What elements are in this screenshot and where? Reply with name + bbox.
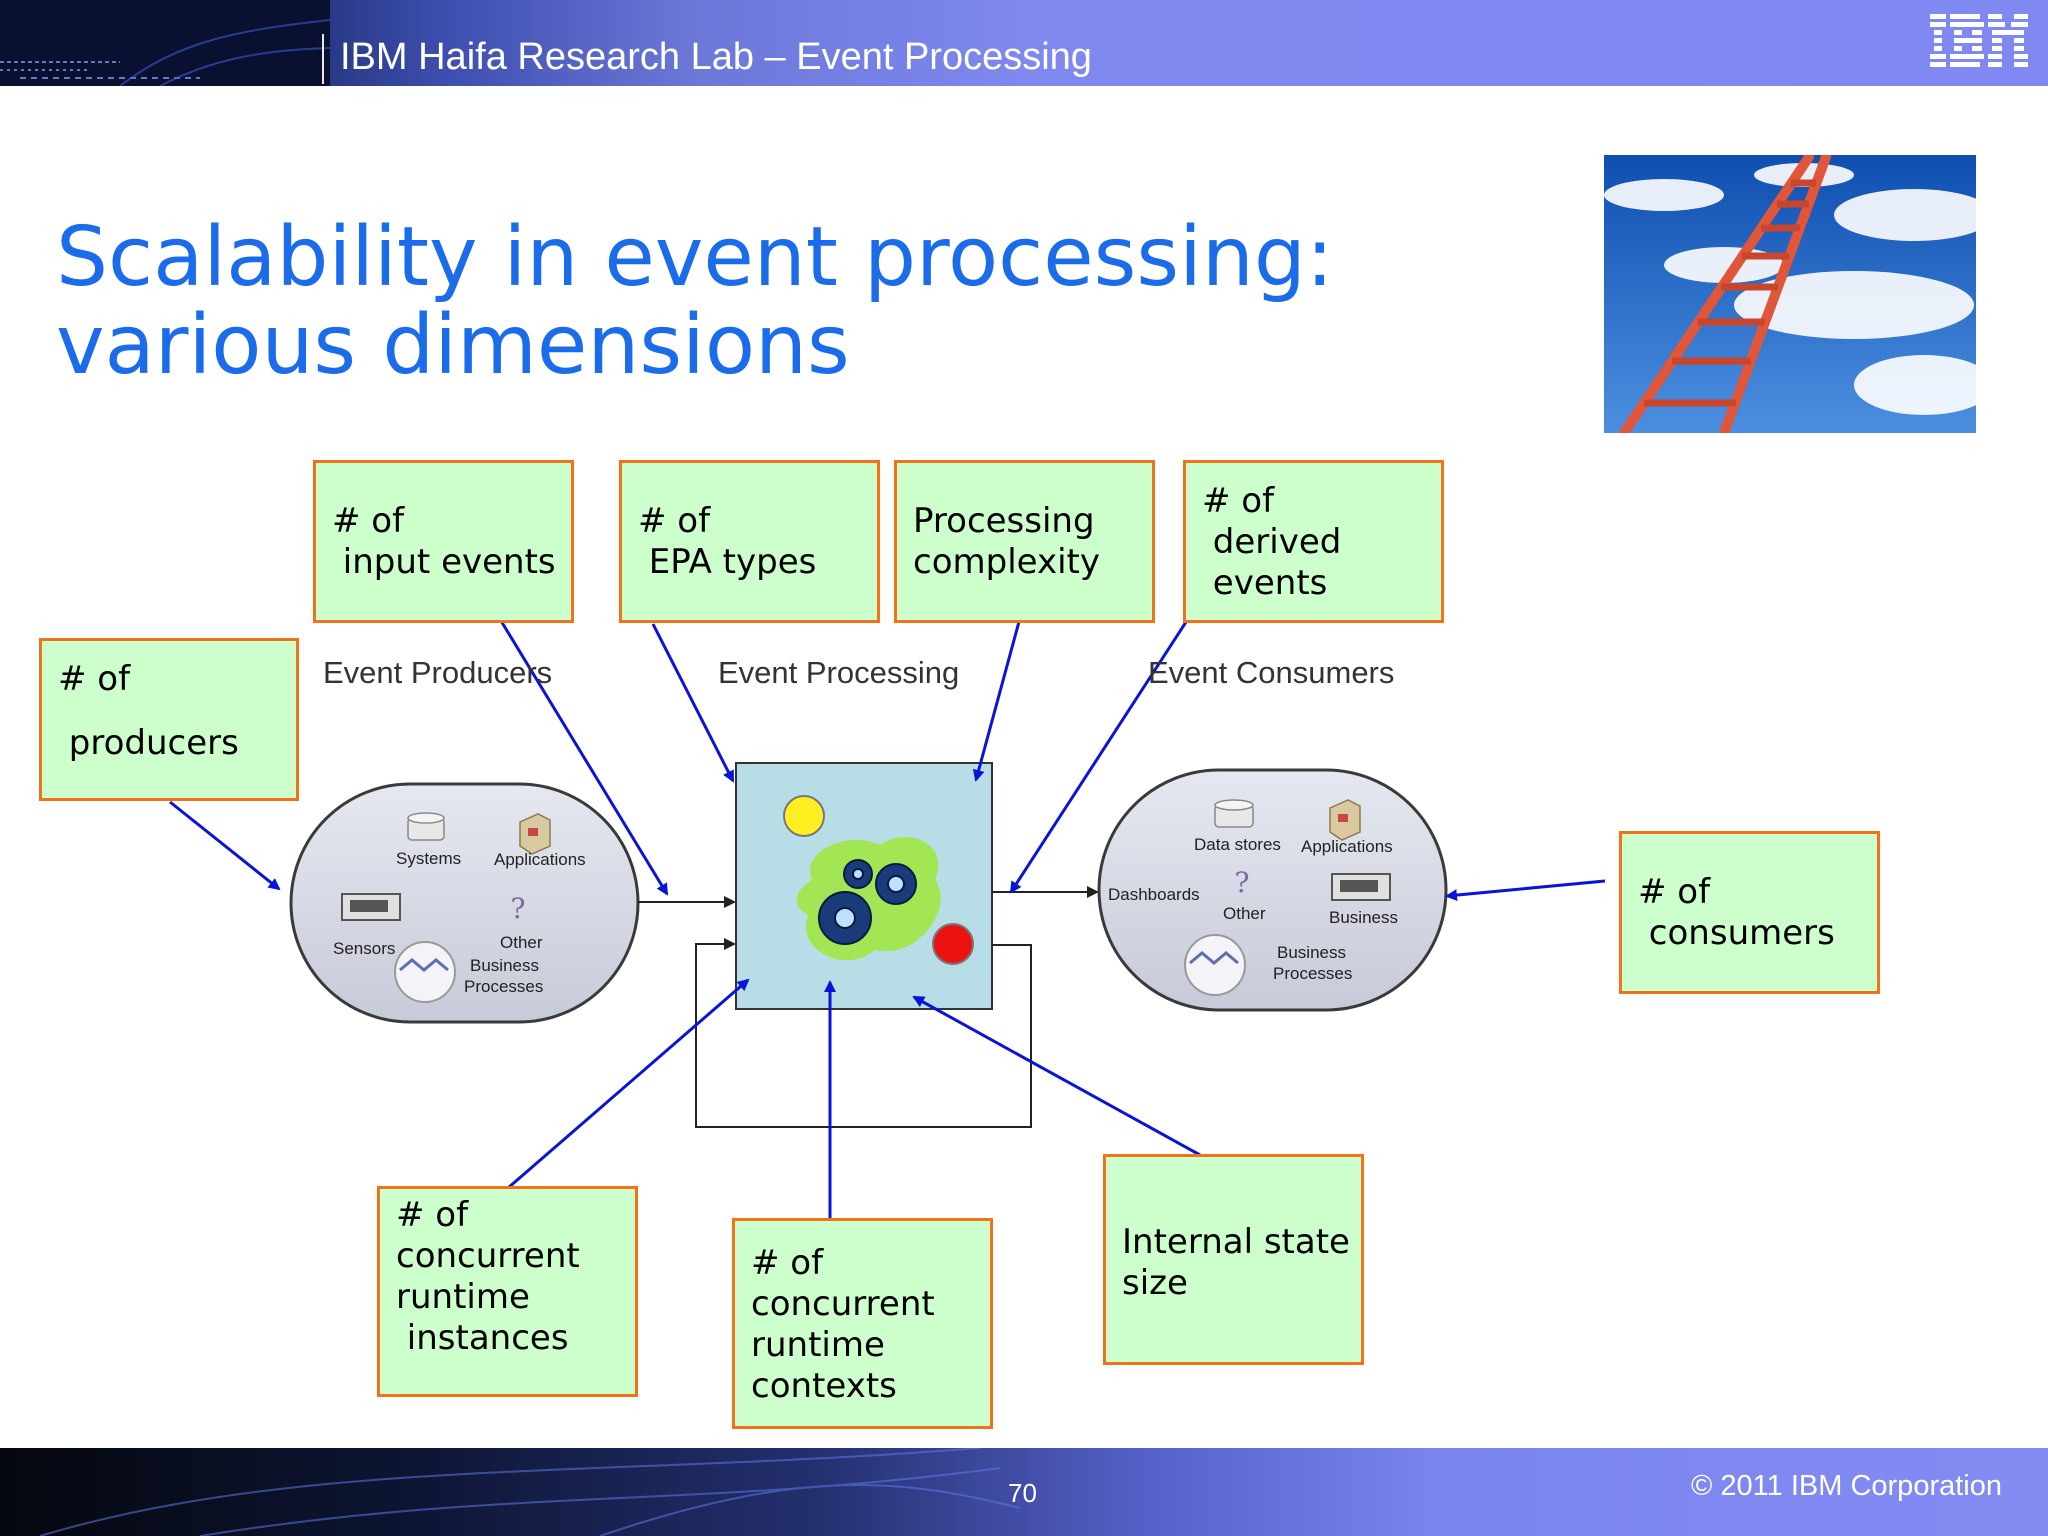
systems-label: Systems (396, 849, 462, 868)
applications-icon (519, 813, 551, 855)
ladder-sky-image (1604, 155, 1976, 433)
box-runtime-contexts: # of concurrent runtime contexts (732, 1218, 993, 1429)
footer-bar: 70 © 2011 IBM Corporation (0, 1448, 2048, 1536)
other-icon: ? (510, 892, 525, 925)
arrow-epa-types (651, 623, 735, 783)
yellow-dot (783, 795, 825, 837)
consumer-business-icon (1331, 873, 1391, 901)
consumer-business-label: Business (1329, 908, 1398, 927)
consumer-business-processes-icon (1184, 934, 1246, 996)
arrow-producers (169, 800, 281, 891)
consumer-applications-icon (1329, 799, 1361, 841)
gears-icon (818, 859, 917, 945)
sensors-label: Sensors (333, 939, 396, 958)
ibm-logo (1930, 14, 2028, 67)
arrow-runtime-instances (507, 978, 750, 1190)
systems-icon (407, 812, 445, 841)
header-decoration (0, 0, 330, 86)
business-processes-label-2: Processes (464, 977, 544, 996)
other-label: Other (500, 933, 543, 952)
dashboards-label: Dashboards (1108, 885, 1200, 904)
consumer-applications-label: Applications (1301, 837, 1393, 856)
data-stores-icon (1214, 799, 1254, 828)
consumer-business-processes-label-2: Processes (1273, 964, 1353, 983)
event-processing-label: Event Processing (718, 655, 960, 690)
business-processes-label-1: Business (470, 956, 539, 975)
applications-label: Applications (494, 850, 586, 869)
footer-decoration (39, 1448, 1021, 1536)
arrow-internal-state (912, 995, 1201, 1157)
slide-title: Scalability in event processing: various… (56, 214, 1456, 390)
data-stores-label: Data stores (1194, 835, 1281, 854)
copyright: © 2011 IBM Corporation (1691, 1470, 2002, 1502)
slide-title-line-1: Scalability in event processing: (56, 210, 1334, 305)
box-consumers: # of consumers (1619, 831, 1880, 994)
box-internal-state: Internal state size (1103, 1154, 1364, 1365)
event-consumers-label: Event Consumers (1148, 655, 1395, 690)
page-number: 70 (1008, 1478, 1037, 1508)
slide-title-line-2: various dimensions (56, 298, 850, 393)
business-processes-icon (394, 941, 456, 1003)
arrow-input-events (490, 605, 669, 896)
consumer-other-icon: ? (1234, 866, 1249, 899)
feedback-loop (695, 938, 1032, 1128)
event-producers-label: Event Producers (323, 655, 553, 690)
box-runtime-instances: # of concurrent runtime instances (377, 1186, 638, 1397)
consumer-other-label: Other (1223, 904, 1266, 923)
consumer-business-processes-label-1: Business (1277, 943, 1346, 962)
box-derived-events: # of derived events (1183, 460, 1444, 623)
red-dot (932, 923, 974, 965)
arrow-consumers (1445, 879, 1606, 902)
sensors-icon (341, 893, 401, 921)
header-title: IBM Haifa Research Lab – Event Processin… (340, 36, 1092, 78)
header-bar: IBM Haifa Research Lab – Event Processin… (0, 0, 2048, 86)
box-producers: # of producers (39, 638, 299, 801)
box-epa-types: # of EPA types (619, 460, 880, 623)
box-processing-complexity: Processing complexity (894, 460, 1155, 623)
header-divider (322, 34, 324, 84)
arrow-derived-events (1009, 621, 1188, 894)
arrow-processing-complexity (972, 606, 1025, 782)
box-input-events: # of input events (313, 460, 574, 623)
